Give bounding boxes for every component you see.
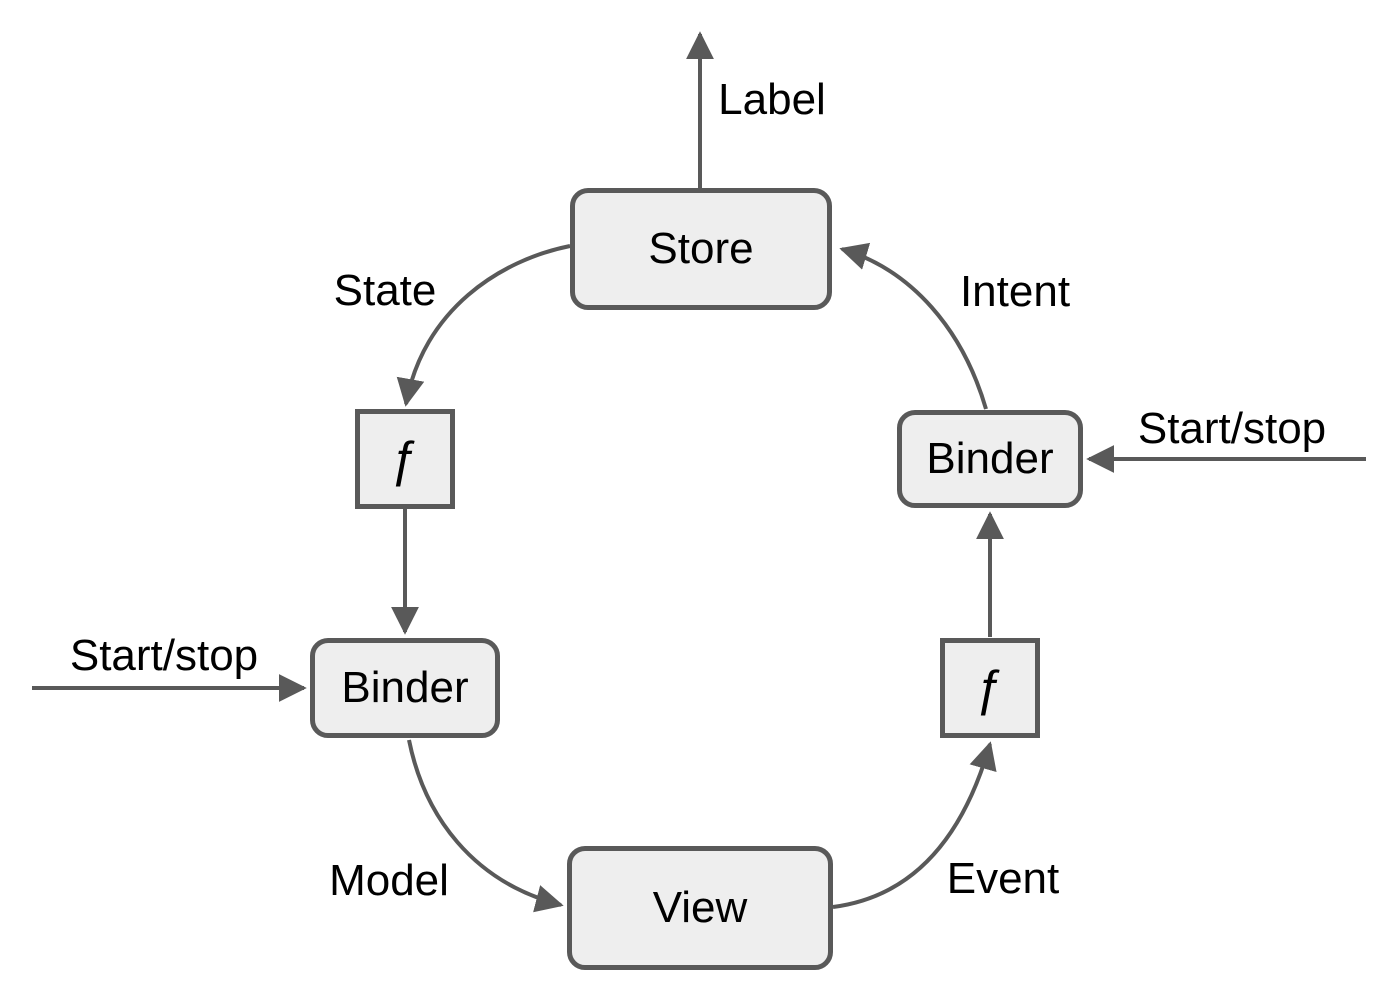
start-stop-right-edge-label: Start/stop bbox=[1137, 404, 1327, 453]
event-arrow bbox=[832, 741, 997, 909]
state-arrow bbox=[396, 244, 571, 407]
store-node: Store bbox=[570, 188, 832, 310]
binder-left-node: Binder bbox=[310, 638, 500, 738]
state-edge-label: State bbox=[333, 266, 437, 315]
binder-left-node-label: Binder bbox=[341, 663, 469, 712]
store-node-label: Store bbox=[648, 224, 754, 273]
view-node-label: View bbox=[652, 883, 748, 932]
model-arrow bbox=[407, 739, 564, 913]
event-edge-label: Event bbox=[946, 854, 1060, 903]
binder-right-node: Binder bbox=[897, 410, 1083, 508]
transform-function-right-node: ƒ bbox=[940, 638, 1040, 738]
transform-function-right-label: ƒ bbox=[976, 660, 1004, 716]
label-edge-label: Label bbox=[718, 75, 826, 124]
binder-right-node-label: Binder bbox=[926, 434, 1054, 483]
intent-edge-label: Intent bbox=[959, 267, 1071, 316]
view-node: View bbox=[567, 846, 833, 970]
transform-function-left-node: ƒ bbox=[355, 409, 455, 509]
model-edge-label: Model bbox=[329, 856, 449, 905]
transform-function-left-label: ƒ bbox=[391, 431, 419, 487]
start-stop-left-edge-label: Start/stop bbox=[69, 631, 259, 680]
intent-arrow bbox=[839, 242, 988, 410]
